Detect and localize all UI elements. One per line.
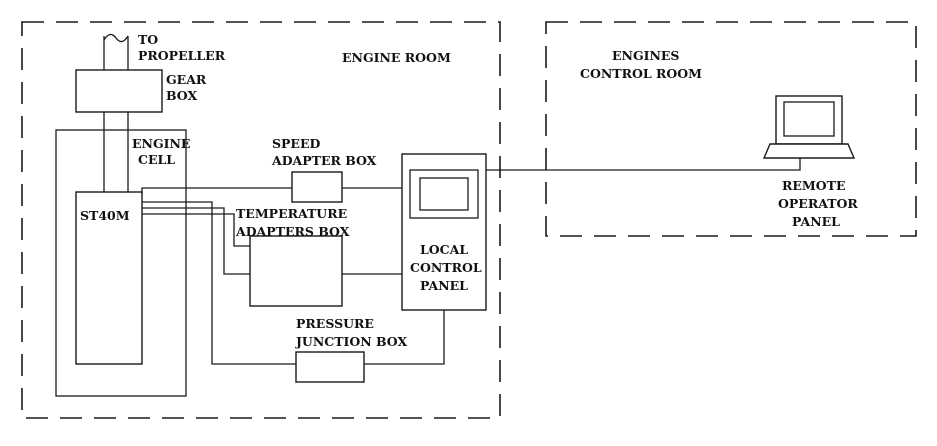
pressure-junction-box (295, 351, 365, 383)
engine-label: ST40M (80, 208, 130, 223)
temp-label-line2: ADAPTERS BOX (235, 224, 350, 239)
local-panel-screen-inner (419, 177, 469, 211)
temperature-adapters-box (249, 235, 343, 307)
engine-room-title: ENGINE ROOM (342, 50, 451, 65)
local-panel-label-line3: PANEL (420, 278, 468, 293)
speed-adapter-box (291, 171, 343, 203)
drive-shaft (103, 112, 129, 192)
pressure-label-line1: PRESSURE (296, 316, 374, 331)
laptop-cable (768, 158, 801, 171)
laptop-screen-frame (775, 95, 843, 145)
speed-label-line1: SPEED (272, 136, 320, 151)
gearbox-label-line2: BOX (166, 88, 197, 103)
propeller-shaft-break (103, 33, 129, 43)
laptop-base (762, 143, 856, 159)
speed-label-line2: ADAPTER BOX (271, 153, 377, 168)
remote-label-line3: PANEL (792, 214, 840, 229)
local-panel-screen-outer (409, 169, 479, 219)
pressure-label-line2: JUNCTION BOX (295, 334, 407, 349)
engine-cell-label-line2: CELL (138, 152, 175, 167)
temp-label-line1: TEMPERATURE (236, 206, 347, 221)
local-control-panel (401, 153, 487, 311)
gear-box (75, 69, 163, 113)
laptop-screen (783, 101, 835, 137)
control-room-title-line1: ENGINES (612, 48, 679, 63)
propeller-label-line2: PROPELLER (138, 48, 226, 63)
control-room-title-line2: CONTROL ROOM (580, 66, 702, 81)
remote-label-line2: OPERATOR (778, 196, 858, 211)
local-panel-label-line2: CONTROL (410, 260, 482, 275)
engine-cell (55, 129, 187, 397)
wire-temp-1 (142, 207, 250, 275)
propeller-shaft (103, 36, 129, 70)
engine-cell-label-line1: ENGINE (132, 136, 190, 151)
wire-temp-2 (142, 213, 250, 247)
engine-room-boundary (21, 21, 501, 419)
engine-st40m (75, 191, 143, 365)
wire-pressure-to-lcp (364, 310, 445, 365)
propeller-label-line1: TO (138, 32, 158, 47)
wire-pressure (142, 201, 296, 365)
gearbox-label-line1: GEAR (166, 72, 207, 87)
control-room-boundary (545, 21, 917, 237)
laptop-icon (762, 95, 856, 159)
wire-speed (141, 187, 292, 194)
remote-label-line1: REMOTE (782, 178, 845, 193)
local-panel-label-line1: LOCAL (420, 242, 468, 257)
